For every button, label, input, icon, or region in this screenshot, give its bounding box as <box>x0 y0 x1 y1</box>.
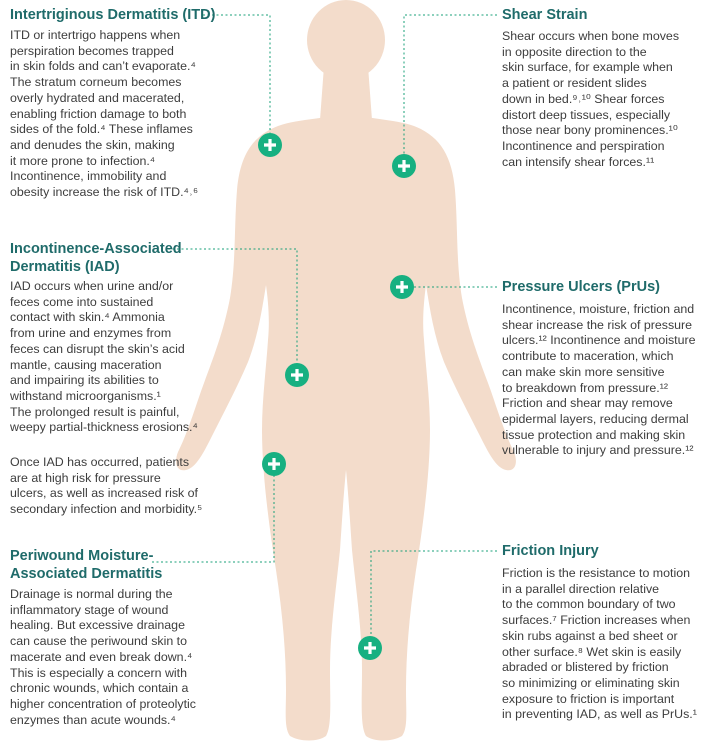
text-line: skin rubs against a bed sheet or <box>502 628 678 643</box>
leader-lines <box>152 14 497 646</box>
text-line: Friction is the resistance to motion <box>502 566 691 580</box>
text-line: so minimizing or eliminating skin <box>502 675 680 690</box>
text-line: and impairing its abilities to <box>10 373 159 388</box>
pressure-title: Pressure Ulcers (PrUs) <box>502 279 660 295</box>
text-line: surfaces.⁷ Friction increases when <box>502 613 691 628</box>
body-silhouette <box>176 0 516 741</box>
marker-pressure-plus-icon[interactable] <box>390 275 414 299</box>
shear-title: Shear Strain <box>502 7 588 23</box>
text-line: exposure to friction is important <box>502 691 675 706</box>
text-line: secondary infection and morbidity.⁵ <box>10 502 203 517</box>
text-line: tissue protection and making skin <box>502 427 686 442</box>
text-line: The prolonged result is painful, <box>10 404 180 419</box>
text-line: abraded or blistered by friction <box>502 660 669 675</box>
text-line: overly hydrated and macerated, <box>10 90 185 105</box>
text-line: those near bony prominences.¹⁰ <box>502 123 678 138</box>
text-line: enabling friction damage to both <box>10 106 187 121</box>
itd-title: Intertriginous Dermatitis (ITD) <box>10 7 216 23</box>
text-line: to breakdown from pressure.¹² <box>502 380 668 395</box>
text-line: it more prone to infection.⁴ <box>10 153 156 168</box>
markers <box>258 133 416 660</box>
text-line: can cause the periwound skin to <box>10 634 188 649</box>
text-line: shear increase the risk of pressure <box>502 317 693 332</box>
text-line: contribute to maceration, which <box>502 349 674 364</box>
text-line: enzymes than acute wounds.⁴ <box>10 712 176 727</box>
text-line: weepy partial-thickness erosions.⁴ <box>10 420 198 435</box>
text-line: and denudes the skin, making <box>10 137 175 152</box>
text-line: contact with skin.⁴ Ammonia <box>10 310 165 325</box>
text-line: other surface.⁸ Wet skin is easily <box>502 644 682 659</box>
text-line: skin surface, for example when <box>502 60 673 75</box>
text-line: withstand microorganisms.¹ <box>10 388 161 403</box>
text-line: Friction and shear may remove <box>502 396 673 411</box>
friction-title: Friction Injury <box>502 543 599 559</box>
periwound-title: Periwound Moisture- Associated Dermatitis <box>10 547 162 583</box>
text-line: healing. But excessive drainage <box>10 618 185 633</box>
leader-line-friction <box>370 550 497 646</box>
text-line: feces can disrupt the skin’s acid <box>10 341 185 356</box>
text-line: perspiration becomes trapped <box>10 43 174 58</box>
text-line: are at high risk for pressure <box>10 470 161 485</box>
text-line: vulnerable to injury and pressure.¹² <box>502 443 694 458</box>
text-line: macerate and even break down.⁴ <box>10 649 193 664</box>
text-line: Once IAD has occurred, patients <box>10 455 190 469</box>
text-line: ulcers.¹² Incontinence and moisture <box>502 333 696 348</box>
text-line: can intensify shear forces.¹¹ <box>502 154 655 169</box>
text-line: to the common boundary of two <box>502 597 676 612</box>
text-line: chronic wounds, which contain a <box>10 681 189 696</box>
marker-periwound-plus-icon[interactable] <box>262 452 286 476</box>
text-line: in opposite direction to the <box>502 44 647 59</box>
text-line: ulcers, as well as increased risk of <box>10 486 198 501</box>
text-line: inflammatory stage of wound <box>10 602 169 617</box>
text-line: from urine and enzymes from <box>10 326 172 341</box>
marker-friction-plus-icon[interactable] <box>358 636 382 660</box>
text-line: down in bed.⁹˒¹⁰ Shear forces <box>502 91 665 106</box>
text-line: in skin folds and can’t evaporate.⁴ <box>10 59 196 74</box>
leader-line-periwound <box>152 466 275 563</box>
text-line: Incontinence, immobility and <box>10 169 167 184</box>
text-line: epidermal layers, reducing dermal <box>502 411 689 426</box>
text-line: This is especially a concern with <box>10 665 187 680</box>
text-line: a patient or resident slides <box>502 76 647 91</box>
marker-iad-plus-icon[interactable] <box>285 363 309 387</box>
marker-itd-plus-icon[interactable] <box>258 133 282 157</box>
text-line: Periwound Moisture- <box>10 548 154 564</box>
text-line: Incontinence, moisture, friction and <box>502 302 695 316</box>
text-line: obesity increase the risk of ITD.⁴˒⁶ <box>10 185 199 200</box>
text-line: distort deep tissues, especially <box>502 107 671 122</box>
text-line: sides of the fold.⁴ These inflames <box>10 122 193 137</box>
text-line: in preventing IAD, as well as PrUs.¹ <box>502 707 697 722</box>
text-line: in a parallel direction relative <box>502 581 660 596</box>
text-line: Incontinence and perspiration <box>502 138 665 153</box>
text-line: mantle, causing maceration <box>10 357 162 372</box>
text-line: higher concentration of proteolytic <box>10 696 196 711</box>
text-line: Associated Dermatitis <box>10 566 163 582</box>
marker-shear-plus-icon[interactable] <box>392 154 416 178</box>
text-line: ITD or intertrigo happens when <box>10 28 181 42</box>
text-line: Dermatitis (IAD) <box>10 259 120 275</box>
text-line: Drainage is normal during the <box>10 587 173 601</box>
text-line: feces come into sustained <box>10 294 154 309</box>
text-line: Shear occurs when bone moves <box>502 29 680 43</box>
text-line: Incontinence-Associated <box>10 241 182 257</box>
text-line: The stratum corneum becomes <box>10 75 182 90</box>
text-line: can make skin more sensitive <box>502 364 665 379</box>
text-line: IAD occurs when urine and/or <box>10 279 174 293</box>
